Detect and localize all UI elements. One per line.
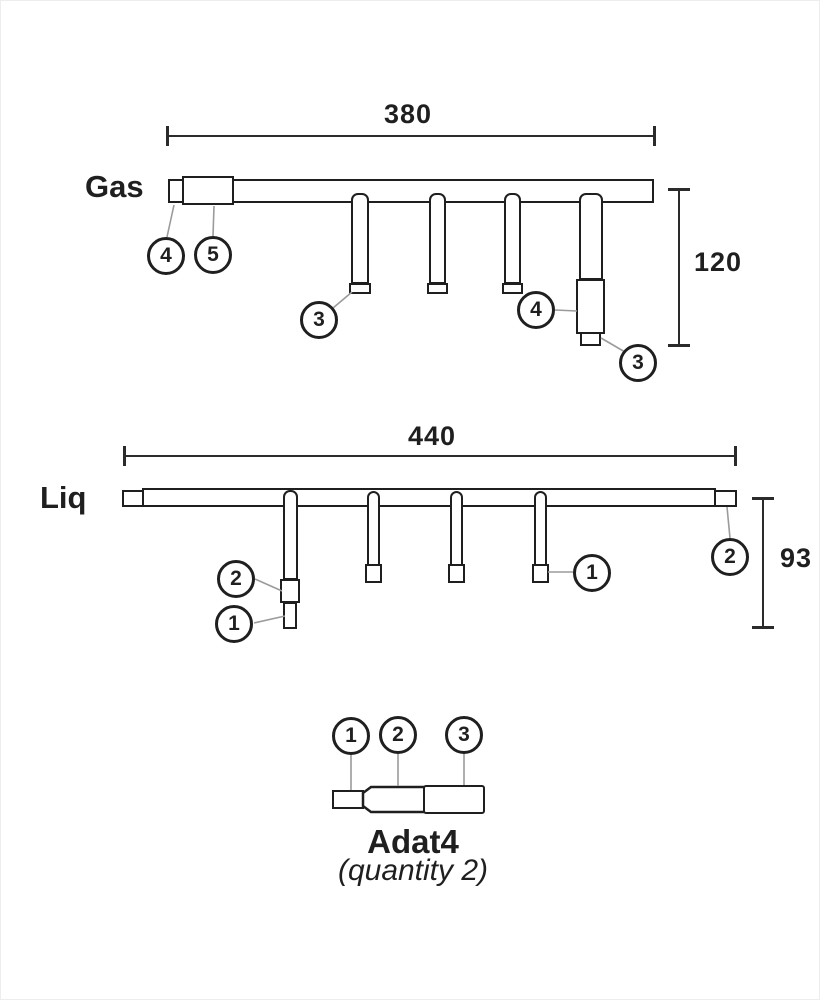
liq-drop-tube-4-tip <box>532 564 549 583</box>
gas-height-dimension-label: 120 <box>693 247 743 277</box>
liq-width-dimension-label: 440 <box>407 421 457 451</box>
liq-callout-drop1-tip-number: 1 <box>228 612 240 635</box>
liq-drop-tube-2-tip <box>365 564 382 583</box>
liq-height-dimension-tick-bottom <box>752 626 774 629</box>
liq-end-cap-right <box>714 490 737 507</box>
liq-label: Liq <box>40 480 87 515</box>
gas-drop-tube-3-tip <box>502 283 523 294</box>
liq-callout-end-cap-number: 2 <box>724 545 736 568</box>
gas-width-dimension-line <box>167 135 655 137</box>
gas-callout-drop4-body-number: 4 <box>530 298 542 321</box>
liq-width-dimension-tick-left <box>123 446 126 466</box>
adapter-callout-body-number: 2 <box>392 723 404 746</box>
gas-callout-drop4-tip-number: 3 <box>632 351 644 374</box>
liq-height-dimension-line <box>762 498 764 628</box>
gas-height-dimension-tick-bottom <box>668 344 690 347</box>
adapter-callout-sleeve-number: 3 <box>458 723 470 746</box>
adapter-callout-body: 2 <box>379 716 417 754</box>
gas-callout-inlet-body: 5 <box>194 236 232 274</box>
liq-height-dimension-label: 93 <box>779 543 813 573</box>
gas-height-dimension-line <box>678 189 680 346</box>
liq-width-dimension-tick-right <box>734 446 737 466</box>
gas-label: Gas <box>85 169 144 204</box>
adapter-title: Adat4 <box>367 823 459 860</box>
liq-callout-end-cap: 2 <box>711 538 749 576</box>
gas-drop-tube-1-tip <box>349 283 371 294</box>
gas-drop-tube-4-tip <box>580 332 601 346</box>
liq-callout-drop1-collar: 2 <box>217 560 255 598</box>
liq-end-cap-left <box>122 490 144 507</box>
gas-callout-drop-tip: 3 <box>300 301 338 339</box>
gas-drop-tube-4 <box>579 193 603 280</box>
leader-liq-drop1-collar <box>254 578 283 592</box>
gas-callout-inlet-body-number: 5 <box>207 243 219 266</box>
liq-callout-drop4-tip: 1 <box>573 554 611 592</box>
liq-callout-drop4-tip-number: 1 <box>586 561 598 584</box>
gas-callout-drop4-tip: 3 <box>619 344 657 382</box>
leader-gas-drop4-body <box>554 309 578 312</box>
leader-gas-drop-tip <box>332 291 353 309</box>
gas-inlet-adapter <box>168 179 184 203</box>
leader-gas-drop4-tip <box>600 337 626 353</box>
gas-width-dimension-tick-right <box>653 126 656 146</box>
gas-callout-drop4-body: 4 <box>517 291 555 329</box>
gas-width-dimension-tick-left <box>166 126 169 146</box>
gas-callout-inlet-adapter-number: 4 <box>160 244 172 267</box>
adapter-part-sleeve <box>423 785 485 814</box>
adapter-callout-tip-number: 1 <box>345 724 357 747</box>
liq-drop-tube-3-tip <box>448 564 465 583</box>
leader-liq-end-cap <box>726 506 731 539</box>
leader-gas-inlet-adapter <box>166 204 175 238</box>
liq-callout-drop1-collar-number: 2 <box>230 567 242 590</box>
gas-drop-tube-2-tip <box>427 283 448 294</box>
adapter-quantity: (quantity 2) <box>337 854 489 887</box>
gas-width-dimension-label: 380 <box>383 99 433 129</box>
gas-callout-drop-tip-number: 3 <box>313 308 325 331</box>
gas-height-dimension-tick-top <box>668 188 690 191</box>
leader-liq-drop1-tip <box>253 615 286 624</box>
adapter-callout-sleeve: 3 <box>445 716 483 754</box>
leader-gas-inlet-body <box>212 205 215 237</box>
liq-width-dimension-line <box>124 455 736 457</box>
liq-callout-drop1-tip: 1 <box>215 605 253 643</box>
gas-callout-inlet-adapter: 4 <box>147 237 185 275</box>
liq-height-dimension-tick-top <box>752 497 774 500</box>
adapter-callout-tip: 1 <box>332 717 370 755</box>
